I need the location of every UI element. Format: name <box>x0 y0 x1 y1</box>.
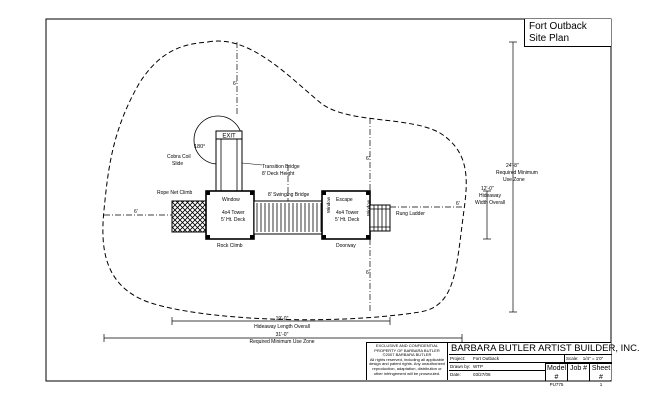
drawing-title-line-1: Fort Outback <box>529 21 587 32</box>
doorway-label: Doorway <box>336 243 356 249</box>
mid-vertical-upper-text: 6' <box>366 156 370 162</box>
rope-net-climb-label: Rope Net Climb <box>157 190 193 196</box>
rung-ladder <box>369 204 391 232</box>
model-key: Model # <box>546 365 567 381</box>
job-cell: Job # <box>567 363 589 381</box>
rung-ladder-label: Rung Ladder <box>396 211 425 217</box>
left-dimension-text: 6' <box>134 209 138 215</box>
right-dimension-text: 6' <box>456 201 460 207</box>
drawn-value: WTP <box>473 364 483 369</box>
drawn-row: Drawn by: WTP <box>449 363 545 371</box>
swinging-bridge-label: 8' Swinging Bridge <box>268 192 309 198</box>
rope-net-climb <box>171 200 207 233</box>
right-tower-label-2: 5' Ht. Deck <box>335 217 360 223</box>
drawing-title-box: Fort Outback Site Plan <box>524 19 611 47</box>
top-dimension-text: 6' <box>233 81 237 87</box>
required-width-text-2: Required Minimum <box>496 170 538 176</box>
confidential-line: other infringement will be prosecuted. <box>373 370 441 376</box>
sheet-value: 1 <box>599 382 603 387</box>
job-key: Job # <box>569 365 588 372</box>
sheet-cell: Sheet # 1 <box>589 363 612 387</box>
cobra-angle-text: 180° <box>194 144 205 150</box>
sheet-key: Sheet # <box>591 365 611 381</box>
sheet-border <box>45 18 612 382</box>
right-tower-label-1: 4x4 Tower <box>336 210 359 216</box>
project-row: Project: Fort Outback <box>449 355 564 363</box>
model-cell: Model # PU775 <box>545 363 567 387</box>
confidential-notice: EXCLUSIVE AND CONFIDENTIAL PROPERTY OF B… <box>367 343 448 380</box>
scale-cell: Scale: 1/4" = 1'0" <box>564 355 612 363</box>
required-length-text-1: 31'-0" <box>276 332 289 338</box>
scale-key: Scale: <box>566 356 579 361</box>
hideaway-width-text-1: 12'-0" <box>481 186 494 192</box>
model-value: PU775 <box>549 382 564 387</box>
mid-vertical-lower-text: 6' <box>366 270 370 276</box>
swinging-bridge <box>253 200 323 235</box>
hideaway-width-text-2: Hideaway <box>479 193 501 199</box>
drawn-key: Drawn by: <box>450 364 471 369</box>
confidential-line: PROPERTY OF BARBARA BUTLER <box>374 347 440 353</box>
left-window-label: Window <box>222 197 240 203</box>
hideaway-width-text-3: Width Overall <box>475 200 505 206</box>
date-key: Date: <box>450 372 461 377</box>
left-tower-label-1: 4x4 Tower <box>222 210 245 216</box>
drawing-title-line-2: Site Plan <box>529 33 570 44</box>
confidential-line: design and patent rights. Any unauthoriz… <box>369 361 445 367</box>
confidential-line: All rights reserved, including all appli… <box>369 356 445 362</box>
project-value: Fort Outback <box>473 356 500 361</box>
required-width-text-3: Use Zone <box>503 177 525 183</box>
date-row: Date: 03/27/06 <box>449 371 545 379</box>
company-name: BARBARA BUTLER ARTIST BUILDER, INC. <box>449 343 640 355</box>
transition-bridge-label-1: Transition Bridge <box>262 164 300 170</box>
date-value: 03/27/06 <box>473 372 491 377</box>
confidential-line: ©2007 BARBARA BUTLER <box>382 352 432 358</box>
scale-value: 1/4" = 1'0" <box>582 356 604 361</box>
left-tower-label-2: 5' Ht. Deck <box>221 217 246 223</box>
right-window-label: Window <box>326 196 331 213</box>
use-zone-boundary <box>102 40 467 321</box>
hideaway-length-text-1: 19'-0" <box>276 316 289 322</box>
exit-text: EXIT <box>222 134 236 140</box>
confidential-line: EXCLUSIVE AND CONFIDENTIAL <box>375 343 439 348</box>
required-width-text-1: 24'-8" <box>506 163 519 169</box>
transition-bridge <box>215 138 243 192</box>
project-key: Project: <box>450 356 466 361</box>
confidential-line: reproduction, adaptation, distribution o… <box>372 365 442 371</box>
cobra-slide-label-1: Cobra Coil <box>167 154 191 160</box>
cobra-slide-label-2: Slide <box>172 161 183 167</box>
title-block: EXCLUSIVE AND CONFIDENTIAL PROPERTY OF B… <box>366 342 640 387</box>
hideaway-length-text-2: Hideaway Length Overall <box>254 324 310 330</box>
side-window-label: Window <box>366 199 371 216</box>
transition-bridge-label-2: 8' Deck Height <box>262 171 295 177</box>
required-length-text-2: Required Minimum Use Zone <box>249 339 314 345</box>
escape-label: Escape <box>336 197 353 203</box>
rock-climb-label: Rock Climb <box>217 243 243 249</box>
